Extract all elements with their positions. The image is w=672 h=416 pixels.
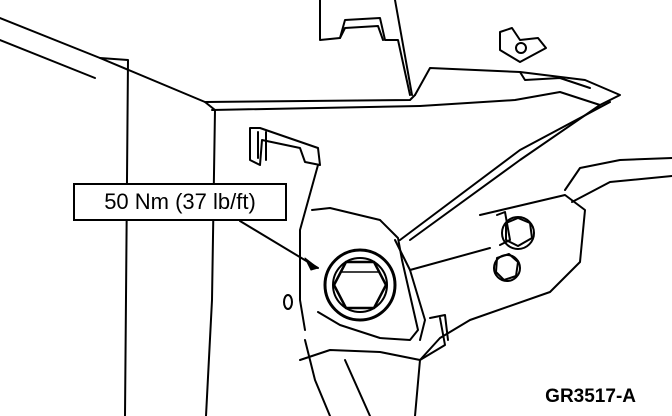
torque-label: 50 Nm (37 lb/ft) [104,189,256,214]
left-panel [0,17,421,416]
mounting-plate [299,207,449,416]
hex-bolt-icon [323,248,397,322]
upper-bracket [319,0,413,96]
stud-nut-icon [493,253,521,282]
flange-nut-icon [496,211,535,250]
upper-tab [499,27,547,63]
diagonal-beam [399,67,621,241]
right-structure [394,157,672,416]
inner-bracket [249,127,321,331]
leader-arrow [239,220,319,271]
figure-code: GR3517-A [545,386,636,407]
torque-callout: 50 Nm (37 lb/ft) [73,183,287,221]
